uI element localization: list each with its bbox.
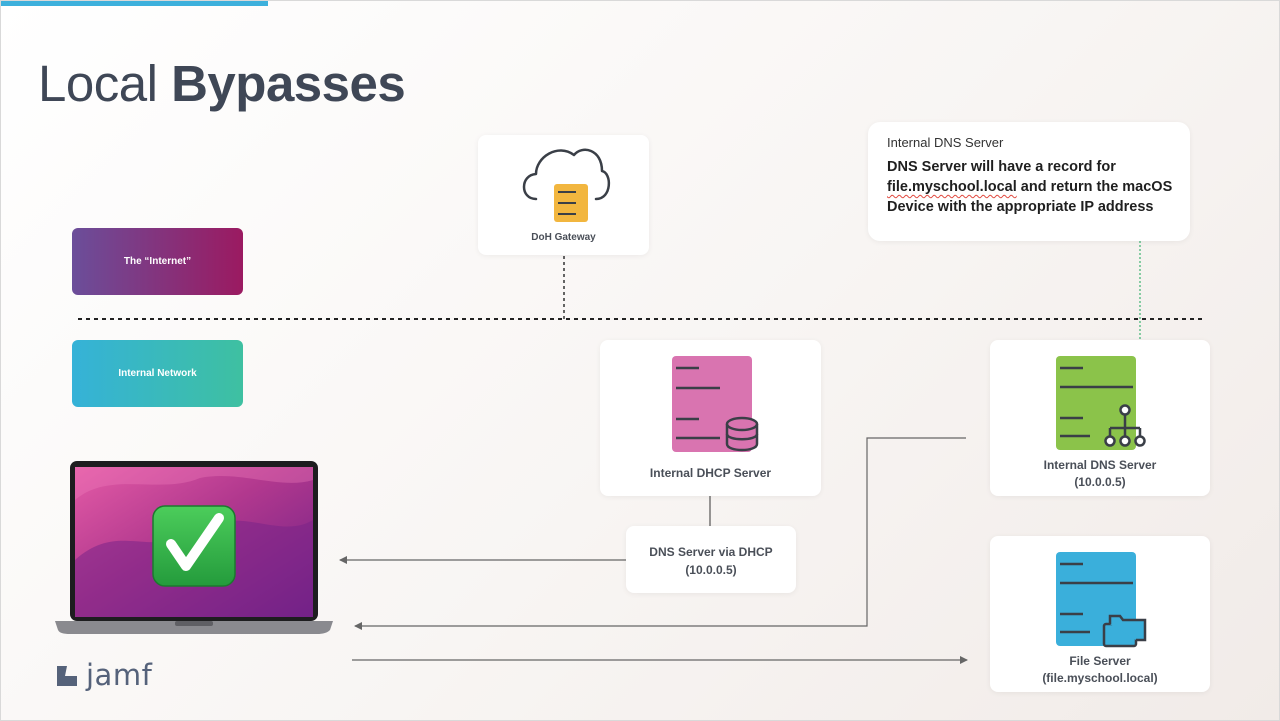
callout-hostname: file.myschool.local (887, 179, 1017, 195)
cloud-server-icon (522, 148, 610, 222)
dns-server-ip: (10.0.0.5) (1074, 475, 1126, 489)
dhcp-server-card: Internal DHCP Server (600, 340, 821, 496)
folder-server-icon (1056, 552, 1147, 648)
file-server-label: File Server (1069, 654, 1131, 668)
doh-gateway-card: DoH Gateway (478, 135, 649, 255)
doh-gateway-label: DoH Gateway (531, 232, 596, 243)
jamf-logo-icon (57, 665, 77, 686)
dns-server-card: Internal DNS Server (10.0.0.5) (990, 340, 1210, 496)
internet-zone-label: The “Internet” (72, 228, 243, 295)
top-accent-bar (0, 0, 268, 6)
dhcp-server-label: Internal DHCP Server (649, 466, 772, 480)
file-server-card: File Server (file.myschool.local) (990, 536, 1210, 692)
dns-via-dhcp-card: DNS Server via DHCP (10.0.0.5) (626, 526, 796, 593)
callout-text: DNS Server will have a record for file.m… (887, 159, 1173, 215)
callout-heading: Internal DNS Server (887, 135, 1004, 150)
dns-callout: Internal DNS Server DNS Server will have… (868, 122, 1190, 241)
internal-network-zone-label: Internal Network (72, 340, 243, 407)
dns-via-dhcp-label: DNS Server via DHCP (649, 545, 773, 559)
dns-to-laptop-arrow (354, 437, 966, 630)
file-server-hostname: (file.myschool.local) (1042, 671, 1158, 685)
dns-via-dhcp-ip: (10.0.0.5) (685, 563, 737, 577)
dns-server-label: Internal DNS Server (1043, 458, 1157, 472)
page-title: Local Bypasses (38, 55, 406, 112)
network-server-icon (1056, 356, 1146, 450)
jamf-logo: jamf (55, 661, 152, 690)
database-server-icon (672, 356, 759, 452)
macbook-laptop (55, 461, 333, 634)
check-mark-icon (152, 505, 236, 587)
jamf-logo-text: jamf (86, 658, 153, 692)
